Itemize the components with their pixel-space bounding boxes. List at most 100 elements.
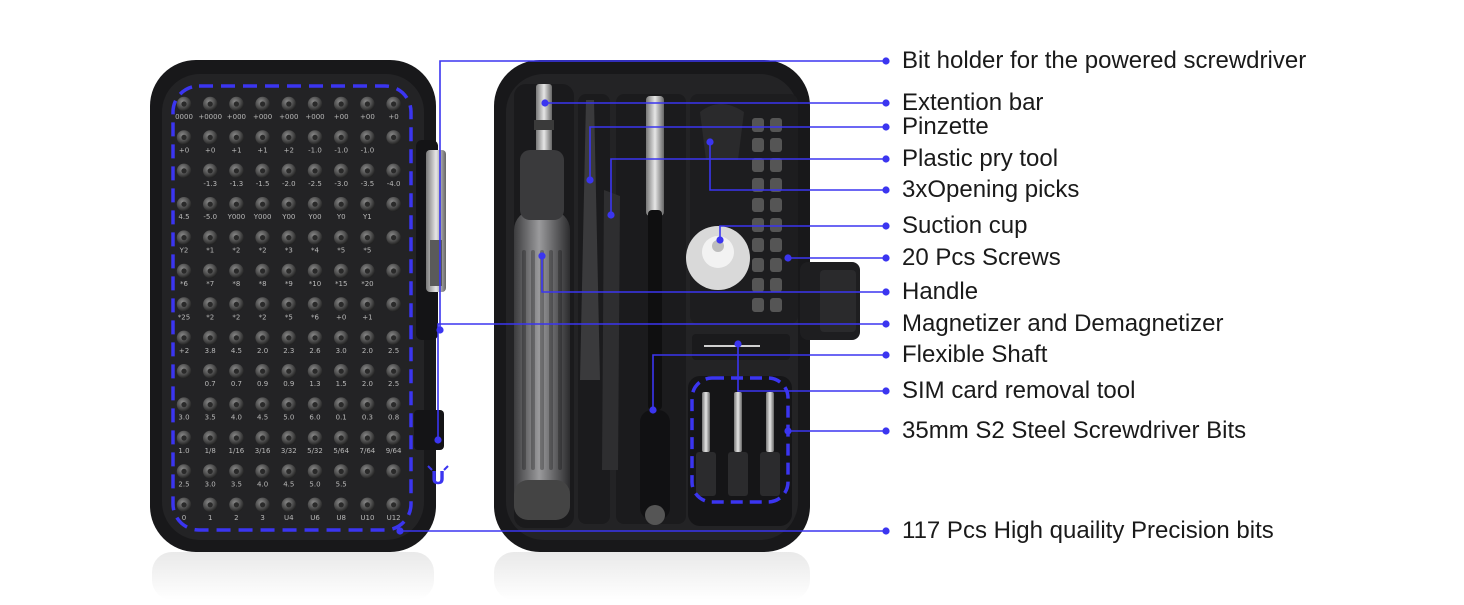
callout-anchor-dot	[586, 176, 594, 184]
bit-label: *5	[285, 313, 293, 321]
callout-line	[737, 344, 886, 392]
bit: 1.0	[176, 430, 192, 455]
bit-label: *2	[206, 313, 214, 321]
bit: *6	[176, 263, 192, 288]
bit: *1	[203, 230, 218, 255]
bit-label: 3.5	[205, 414, 216, 422]
callout-label: Extention bar	[902, 89, 1044, 116]
callout-anchor-dot	[541, 99, 549, 107]
bit-label: U8	[336, 514, 346, 522]
bit: 3.5	[203, 397, 218, 422]
bit: 2	[229, 497, 244, 522]
callout-label: Handle	[902, 278, 979, 305]
bit-label: *4	[311, 247, 320, 255]
magnet-u-icon: U	[431, 468, 446, 489]
callout-anchor-dot	[538, 252, 546, 260]
callout-anchor-dot	[716, 236, 724, 244]
bit-label: 2.0	[257, 347, 268, 355]
bit-label: 2.5	[388, 380, 399, 388]
callout-line	[437, 323, 886, 440]
bit: 5/32	[307, 430, 323, 455]
opening-picks	[700, 104, 744, 160]
bit: +000	[279, 96, 298, 121]
bit-label: *5	[337, 247, 345, 255]
callout-end-dot	[882, 254, 890, 262]
callout-anchor-dot	[607, 211, 615, 219]
callout-label: Flexible Shaft	[902, 341, 1048, 368]
long-bits-highlight	[690, 376, 790, 504]
callout-end-dot	[882, 57, 890, 65]
bit: *20	[360, 263, 375, 288]
bit: 3/16	[255, 430, 271, 455]
bit-label: U12	[387, 514, 401, 522]
bit: 3	[255, 497, 270, 522]
bit-label: *2	[232, 313, 240, 321]
callout-end-dot	[882, 186, 890, 194]
bit-label: -1.0	[334, 146, 348, 154]
bit: Y1	[360, 197, 375, 221]
callout-line	[709, 142, 886, 191]
bit-label: 1	[208, 514, 212, 522]
bit: 0.9	[281, 364, 296, 388]
bit: 1/8	[203, 430, 218, 455]
bit: Y0	[334, 197, 349, 221]
callout-anchor-dot	[784, 427, 792, 435]
bit	[386, 297, 401, 312]
bit-label: *2	[259, 313, 267, 321]
bit-label: Y0	[336, 213, 346, 221]
bit: +1	[360, 297, 375, 321]
bit: 2.5	[176, 464, 192, 488]
callout-label: SIM card removal tool	[902, 377, 1136, 404]
bit-label: 2.5	[178, 480, 189, 488]
bit	[176, 364, 192, 379]
bit-label: -2.5	[308, 180, 322, 188]
callout-line	[719, 225, 886, 240]
callout-end-dot	[882, 222, 890, 230]
bit-label: *8	[232, 280, 240, 288]
bit: 0.8	[386, 397, 401, 422]
bit-label: Y000	[227, 213, 246, 221]
extension-bar	[536, 84, 552, 154]
bit: 3/32	[281, 430, 297, 455]
bit-label: U6	[310, 514, 320, 522]
bit-label: +2	[284, 146, 294, 154]
bit-label: -1.5	[256, 180, 270, 188]
bit-label: -1.3	[230, 180, 244, 188]
screws-column	[752, 118, 782, 312]
bit-label: 5.5	[336, 480, 347, 488]
bit-label: 1/8	[205, 447, 216, 455]
bit: 1.5	[334, 364, 349, 388]
bit-label: *8	[259, 280, 267, 288]
bit: Y2	[176, 230, 192, 255]
callout-end-dot	[882, 99, 890, 107]
bit-label: 0	[182, 514, 186, 522]
bit: U4	[281, 497, 296, 522]
bit-label: -2.0	[282, 180, 296, 188]
bit-label: +00	[360, 113, 375, 121]
callout-label: 20 Pcs Screws	[902, 244, 1061, 271]
bit: -1.5	[255, 163, 270, 188]
bit-label: 3.0	[205, 480, 216, 488]
bit: 0.7	[229, 364, 244, 388]
bit-label: *7	[206, 280, 214, 288]
bit-label: 2.5	[388, 347, 399, 355]
bit: +0	[203, 130, 218, 154]
bit: -2.5	[307, 163, 323, 188]
bit: 3.5	[229, 464, 244, 488]
bit-label: 1/16	[229, 447, 245, 455]
bit	[360, 464, 375, 479]
bit: *8	[255, 263, 270, 288]
bit: *2	[229, 297, 244, 321]
bit-label: -3.0	[334, 180, 348, 188]
bit-label: U4	[284, 514, 294, 522]
bit: *5	[360, 230, 375, 255]
callout-end-dot	[882, 123, 890, 131]
bit-label: 5/64	[333, 447, 349, 455]
bit-label: 7/64	[360, 447, 376, 455]
bit: 2.5	[386, 330, 401, 355]
bit-label: +000	[253, 113, 272, 121]
callout-end-dot	[882, 427, 890, 435]
bit: *10	[307, 263, 323, 288]
bit: 4.0	[255, 464, 270, 488]
